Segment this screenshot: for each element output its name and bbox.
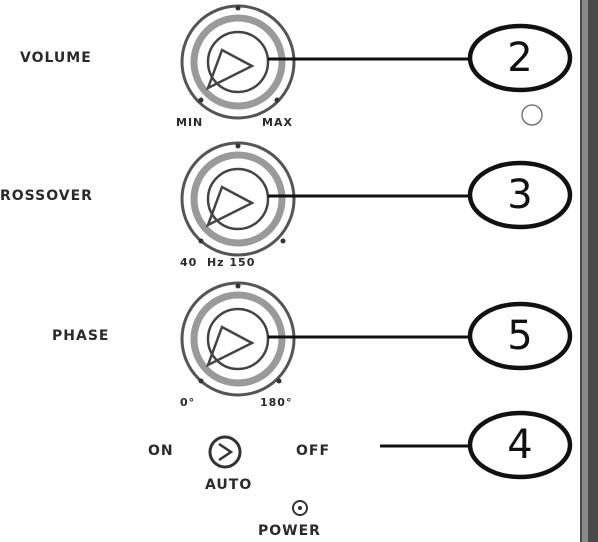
volume-tick-min	[198, 97, 204, 103]
phase-tick-min	[198, 378, 204, 384]
callout-2-oval	[467, 23, 573, 93]
phase-label: PHASE	[52, 328, 110, 344]
callout-4-oval	[467, 410, 573, 480]
volume-knob-face	[206, 30, 270, 94]
volume-min-label: MIN	[176, 116, 204, 129]
callout-2-number: 2	[507, 35, 533, 81]
crossover-label: ROSSOVER	[0, 188, 93, 204]
phase-tick-max	[276, 378, 282, 384]
phase-knob-face	[206, 307, 270, 371]
volume-knob[interactable]	[173, 0, 303, 127]
phase-max-label: 180°	[260, 396, 293, 409]
crossover-knob-outer-ring	[180, 141, 296, 257]
panel-edge	[580, 0, 598, 542]
volume-max-label: MAX	[262, 116, 293, 129]
phase-min-label: 0°	[180, 396, 196, 409]
callout-5-oval	[467, 301, 573, 371]
volume-tick-max	[274, 97, 280, 103]
switch-auto-label: AUTO	[205, 477, 253, 493]
auto-switch[interactable]	[208, 435, 242, 469]
phase-tick-top	[235, 283, 241, 289]
volume-knob-pointer	[205, 48, 255, 91]
power-led	[292, 500, 308, 516]
crossover-knob-grip-ring	[190, 151, 286, 247]
callout-3-oval	[467, 160, 573, 230]
switch-on-label: ON	[148, 443, 174, 459]
crossover-tick-min	[198, 238, 204, 244]
crossover-scale-label: 40 Hz 150	[180, 256, 256, 269]
callout-5-number: 5	[507, 313, 533, 359]
auto-switch-pointer	[218, 442, 234, 462]
phase-knob[interactable]	[180, 281, 296, 397]
crossover-tick-top	[235, 143, 241, 149]
crossover-knob[interactable]	[180, 141, 296, 257]
auto-switch-body	[208, 435, 242, 469]
phase-knob-pointer	[205, 325, 255, 368]
crossover-knob-pointer	[205, 185, 255, 228]
phase-knob-grip-ring	[190, 291, 286, 387]
callout-4-number: 4	[507, 422, 533, 468]
volume-tick-top	[235, 5, 241, 11]
power-label: POWER	[258, 523, 321, 539]
phase-knob-outer-ring	[180, 281, 296, 397]
crossover-knob-face	[206, 167, 270, 231]
crossover-tick-max	[280, 238, 286, 244]
callout-3-number: 3	[507, 172, 533, 218]
switch-off-label: OFF	[296, 443, 331, 459]
indicator-led	[521, 104, 543, 126]
volume-knob-grip-ring	[190, 14, 286, 110]
volume-label: VOLUME	[20, 50, 92, 66]
